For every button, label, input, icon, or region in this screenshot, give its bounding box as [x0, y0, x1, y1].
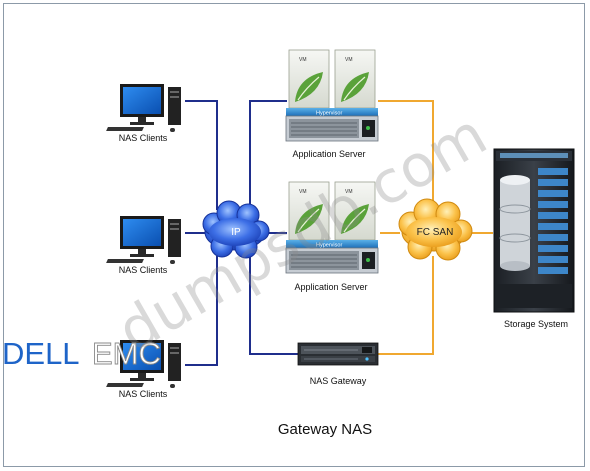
svg-text:VM: VM	[345, 189, 353, 195]
link-app-top-fcsan	[378, 100, 434, 210]
label-nas-clients-top: NAS Clients	[119, 133, 168, 143]
drive-bays	[538, 168, 568, 274]
label-application-server-bottom: Application Server	[294, 282, 367, 292]
mouse-icon	[170, 128, 175, 132]
link-ip-nas-gateway	[249, 253, 298, 355]
keyboard-icon	[106, 127, 144, 131]
label-application-server-top: Application Server	[292, 149, 365, 159]
hypervisor-bar	[286, 108, 378, 116]
svg-text:VM: VM	[299, 57, 307, 63]
svg-text:EMC: EMC	[92, 336, 161, 371]
nas-clients-bottom	[106, 340, 181, 388]
label-nas-clients-bottom: NAS Clients	[119, 389, 168, 399]
ip-cloud-label: IP	[231, 227, 241, 238]
label-nas-clients-mid: NAS Clients	[119, 265, 168, 275]
diagram-caption: Gateway NAS	[278, 421, 372, 438]
svg-text:VM: VM	[299, 189, 307, 195]
disk-cylinder-icon	[499, 175, 531, 271]
svg-text:DELL: DELL	[2, 336, 80, 371]
nas-clients-top	[106, 84, 181, 132]
fc-san-cloud: FC SAN	[398, 198, 473, 261]
ip-cloud: IP	[202, 200, 270, 259]
keyboard-icon	[106, 383, 144, 387]
link-ip-app-top	[249, 100, 287, 213]
keyboard-icon	[106, 259, 144, 263]
label-storage-system: Storage System	[504, 319, 568, 329]
mouse-icon	[170, 260, 175, 264]
mouse-icon	[170, 384, 175, 388]
link-nas-gateway-fcsan	[378, 256, 434, 355]
link-clients-top-ip	[185, 100, 218, 210]
application-server-bottom: VM VM Hypervisor	[285, 181, 379, 274]
link-clients-bottom-ip	[185, 256, 218, 366]
ip-links	[185, 100, 298, 366]
application-server-top: VM VM Hypervisor	[285, 49, 379, 142]
storage-system-rack	[493, 148, 575, 313]
svg-text:Hypervisor: Hypervisor	[316, 111, 342, 117]
dell-emc-logo: DELL EMC	[2, 336, 161, 372]
svg-text:VM: VM	[345, 57, 353, 63]
fc-san-cloud-label: FC SAN	[417, 227, 454, 238]
svg-text:Hypervisor: Hypervisor	[316, 243, 342, 249]
hypervisor-bar	[286, 240, 378, 248]
nas-clients-mid	[106, 216, 181, 264]
label-nas-gateway: NAS Gateway	[310, 376, 367, 386]
nas-gateway-device	[297, 342, 379, 366]
